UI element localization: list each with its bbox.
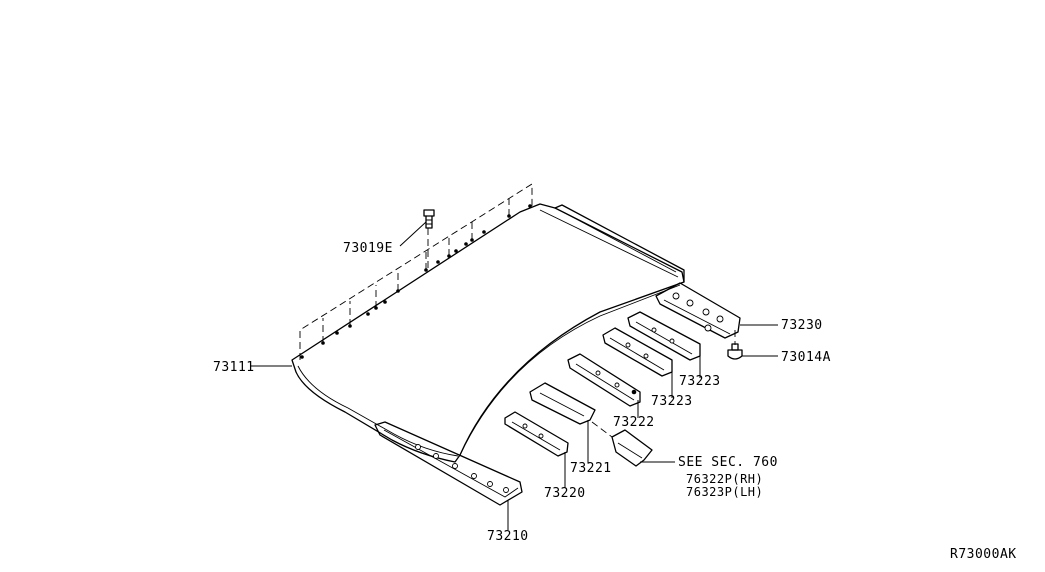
label-73230: 73230	[781, 318, 823, 333]
label-76323p-lh: 76323P(LH)	[686, 485, 763, 499]
label-76322p-rh: 76322P(RH)	[686, 472, 763, 486]
clip-guide-lines	[299, 183, 533, 360]
leader-lines	[250, 221, 778, 530]
front-rail-73210	[374, 421, 523, 506]
roof-bow-73221	[529, 382, 596, 425]
roof-clip-73019e	[423, 209, 435, 229]
label-73019e: 73019E	[343, 241, 393, 256]
roof-bow-73220	[504, 411, 569, 457]
label-73223-b: 73223	[679, 374, 721, 389]
diagram-code: R73000AK	[950, 547, 1017, 562]
side-bracket	[591, 421, 653, 467]
label-73220: 73220	[544, 486, 586, 501]
label-see-section: SEE SEC. 760	[678, 455, 778, 470]
rear-clip-73014a	[727, 330, 743, 360]
label-73222: 73222	[613, 415, 655, 430]
label-73221: 73221	[570, 461, 612, 476]
label-73111: 73111	[213, 360, 255, 375]
rear-rail-73230	[655, 282, 741, 339]
label-73223-a: 73223	[651, 394, 693, 409]
roof-bow-73222	[567, 353, 641, 407]
roof-panel	[291, 183, 685, 463]
roof-bow-73223-a	[602, 327, 673, 377]
label-73210: 73210	[487, 529, 529, 544]
label-73014a: 73014A	[781, 350, 831, 365]
